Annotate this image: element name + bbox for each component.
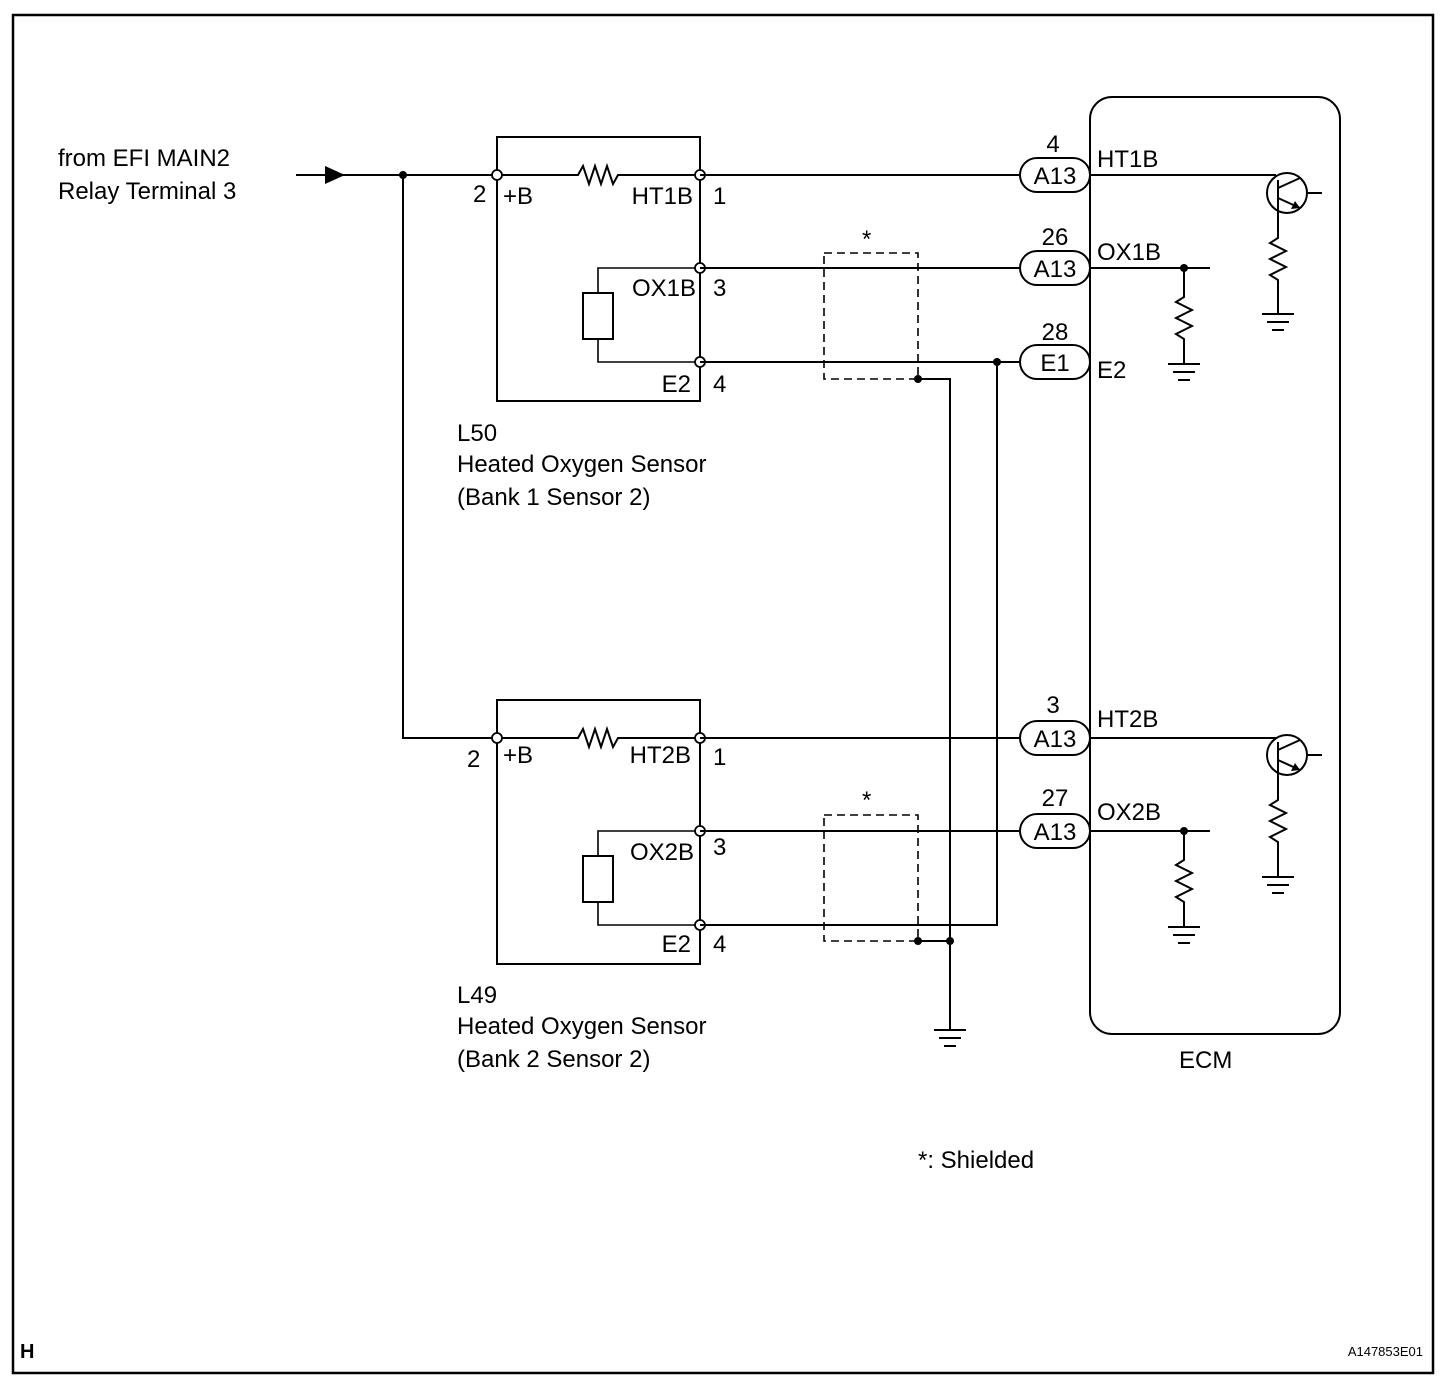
source-line-2: Relay Terminal 3 xyxy=(58,178,236,205)
sensor-element-ground-wire xyxy=(597,339,700,363)
label-ht: HT2B xyxy=(630,742,691,769)
sensor-element-icon xyxy=(582,292,614,340)
shield-mark: * xyxy=(862,226,871,253)
sensor-code: L50 xyxy=(457,420,497,447)
transistor-icon xyxy=(1090,734,1322,776)
shield-drain-wire xyxy=(918,378,951,1030)
sensor-position: (Bank 1 Sensor 2) xyxy=(457,484,650,511)
pin-ht: 1 xyxy=(713,183,726,210)
source-line-1: from EFI MAIN2 xyxy=(58,145,230,172)
ground-icon xyxy=(1262,313,1294,331)
transistor-icon xyxy=(1090,172,1322,214)
sensor-l49: 2 +B HT2B 1 OX2B 3 E2 4 L49 Heated Oxyge… xyxy=(457,699,726,1073)
sensor-element-icon xyxy=(582,855,614,903)
connector-id: E1 xyxy=(1040,350,1069,377)
label-e2: E2 xyxy=(662,931,691,958)
junction-dot xyxy=(399,171,407,179)
pin-b: 2 xyxy=(467,746,480,773)
ecm-signal: OX2B xyxy=(1097,799,1161,826)
power-branch-wire xyxy=(402,175,497,739)
ecm-box xyxy=(1089,96,1341,1035)
ground-icon xyxy=(934,1029,966,1047)
connector-ht1b: 4 A13 HT1B xyxy=(1019,131,1158,193)
heater-resistor-icon xyxy=(497,162,700,188)
terminal-b xyxy=(491,169,503,181)
connector-ox2b: 27 A13 OX2B xyxy=(1019,785,1161,849)
connector-pill xyxy=(1019,344,1091,380)
diagram-frame xyxy=(11,13,1435,1375)
connector-pin: 28 xyxy=(1042,319,1069,346)
sensor-element-wire xyxy=(597,267,700,293)
junction-dot xyxy=(914,937,922,945)
resistor-icon xyxy=(1173,831,1195,927)
label-ox: OX1B xyxy=(632,275,696,302)
pin-e2: 4 xyxy=(713,931,726,958)
pin-ox: 3 xyxy=(713,275,726,302)
ecm-signal: HT1B xyxy=(1097,146,1158,173)
ecm-signal: E2 xyxy=(1097,357,1126,384)
label-ht: HT1B xyxy=(632,183,693,210)
pin-ht: 1 xyxy=(713,744,726,771)
sensor-name: Heated Oxygen Sensor xyxy=(457,451,706,478)
connector-pin: 26 xyxy=(1042,224,1069,251)
sensor-name: Heated Oxygen Sensor xyxy=(457,1013,706,1040)
resistor-icon xyxy=(1267,768,1289,877)
connector-pin: 27 xyxy=(1042,785,1069,812)
ground-icon xyxy=(1168,926,1200,944)
sensor-l50: 2 +B HT1B 1 OX1B 3 E2 4 L50 Heated Oxyge… xyxy=(457,136,726,511)
connector-id: A13 xyxy=(1034,726,1077,753)
label-e2: E2 xyxy=(662,371,691,398)
junction-dot xyxy=(914,375,922,383)
wire-e2-bank2 xyxy=(700,362,998,926)
pin-b: 2 xyxy=(473,181,486,208)
resistor-icon xyxy=(1267,206,1289,314)
label-b: +B xyxy=(503,742,533,769)
connector-e2: 28 E1 E2 xyxy=(1019,319,1126,384)
ground-icon xyxy=(1262,876,1294,894)
ecm-signal: HT2B xyxy=(1097,706,1158,733)
junction-dot xyxy=(946,937,954,945)
shield-bank2 xyxy=(823,814,919,942)
junction-dot xyxy=(993,358,1001,366)
ecm-signal: OX1B xyxy=(1097,239,1161,266)
source-arrow-icon xyxy=(325,166,345,184)
label-ox: OX2B xyxy=(630,839,694,866)
label-b: +B xyxy=(503,183,533,210)
connector-pin: 4 xyxy=(1046,131,1059,158)
connector-id: A13 xyxy=(1034,819,1077,846)
sensor-position: (Bank 2 Sensor 2) xyxy=(457,1046,650,1073)
shield-note: *: Shielded xyxy=(918,1147,1034,1174)
connector-id: A13 xyxy=(1034,163,1077,190)
heater-resistor-icon xyxy=(497,725,700,751)
ground-icon xyxy=(1168,363,1200,381)
resistor-icon xyxy=(1173,268,1195,364)
figure-id: A147853E01 xyxy=(1348,1344,1423,1359)
ecm-label: ECM xyxy=(1179,1047,1232,1074)
connector-id: A13 xyxy=(1034,256,1077,283)
shield-bank1 xyxy=(823,252,919,380)
terminal-b xyxy=(491,732,503,744)
pin-ox: 3 xyxy=(713,834,726,861)
sensor-element-ground-wire xyxy=(597,902,700,926)
connector-ox1b: 26 A13 OX1B xyxy=(1019,224,1161,286)
pin-e2: 4 xyxy=(713,371,726,398)
sensor-code: L49 xyxy=(457,982,497,1009)
connector-pin: 3 xyxy=(1046,692,1059,719)
connector-ht2b: 3 A13 HT2B xyxy=(1019,692,1158,756)
sensor-element-wire xyxy=(597,830,700,856)
shield-mark: * xyxy=(862,787,871,814)
corner-letter: H xyxy=(20,1341,34,1363)
